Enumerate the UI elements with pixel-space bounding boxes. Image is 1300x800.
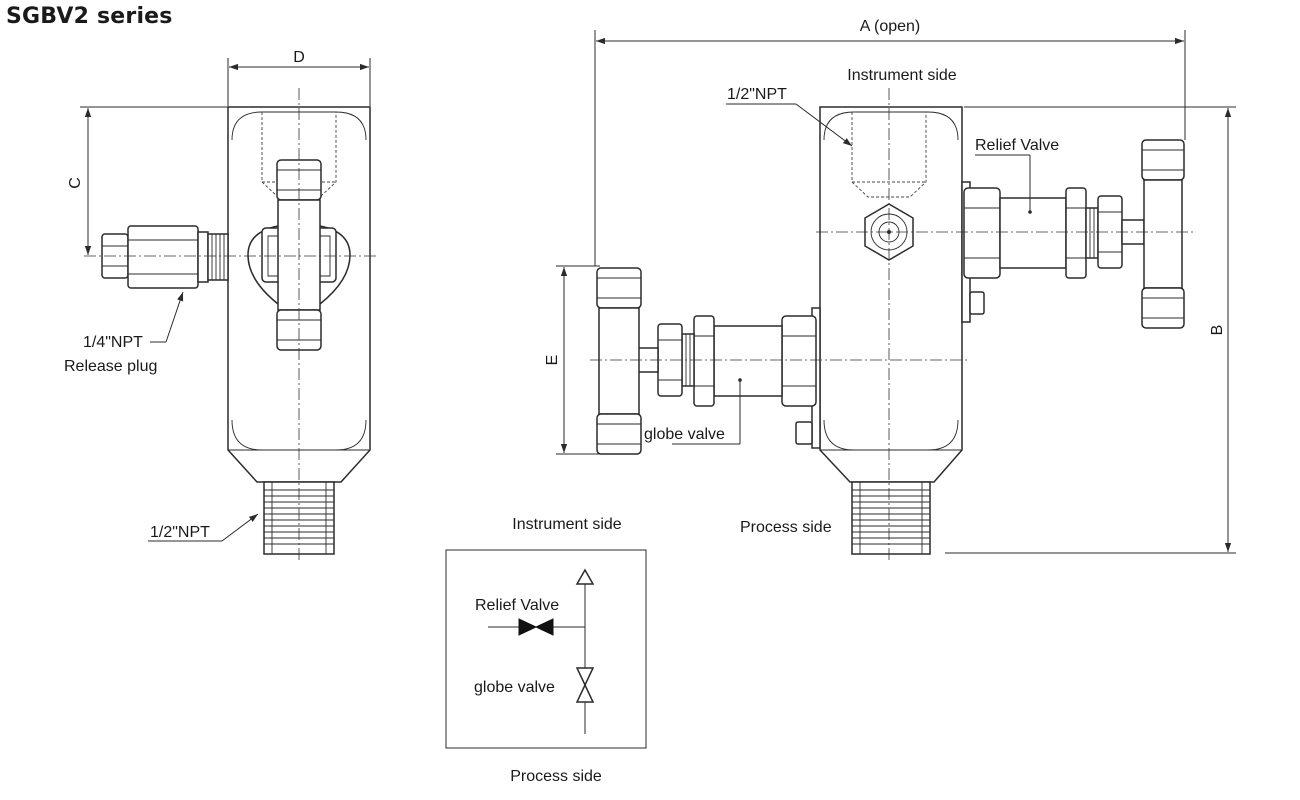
front-globe-valve-label: globe valve (644, 426, 725, 443)
schematic-process-side-label: Process side (510, 768, 602, 785)
release-plug-label: Release plug (64, 358, 157, 375)
schematic-globe-valve-label: globe valve (474, 679, 555, 696)
side-view: D C (64, 49, 376, 562)
schematic: Instrument side Relief Valve globe valve… (445, 516, 647, 785)
front-process-thread (851, 481, 931, 555)
front-view-body (819, 106, 963, 483)
schematic-instrument-side-label: Instrument side (512, 516, 621, 533)
dimension-e: E (544, 265, 600, 455)
dim-b-label: B (1209, 325, 1226, 336)
front-half-npt-label: 1/2"NPT (727, 86, 787, 103)
quarter-npt-label: 1/4"NPT (83, 334, 143, 351)
globe-valve-assembly (596, 267, 817, 455)
dimension-c: C (67, 106, 228, 255)
dimension-b: B (945, 106, 1236, 554)
globe-valve-symbol (575, 667, 595, 687)
front-view: A (open) B E (544, 18, 1236, 562)
side-half-npt-label: 1/2"NPT (150, 524, 210, 541)
front-process-side-label: Process side (740, 519, 832, 536)
release-plug (101, 225, 229, 289)
schematic-frame (445, 549, 647, 749)
front-relief-valve-label: Relief Valve (975, 137, 1059, 154)
relief-valve-symbol (518, 618, 538, 636)
schematic-relief-valve-label: Relief Valve (475, 597, 559, 614)
front-instrument-side-label: Instrument side (847, 67, 956, 84)
page-title: SGBV2 series (6, 4, 173, 29)
relief-valve-assembly (963, 139, 1185, 329)
dim-c-label: C (67, 177, 84, 189)
dimension-a: A (open) (594, 18, 1186, 266)
dimension-d: D (227, 49, 371, 106)
dim-e-label: E (544, 355, 561, 366)
dim-a-label: A (open) (860, 18, 920, 35)
dim-d-label: D (293, 49, 305, 66)
